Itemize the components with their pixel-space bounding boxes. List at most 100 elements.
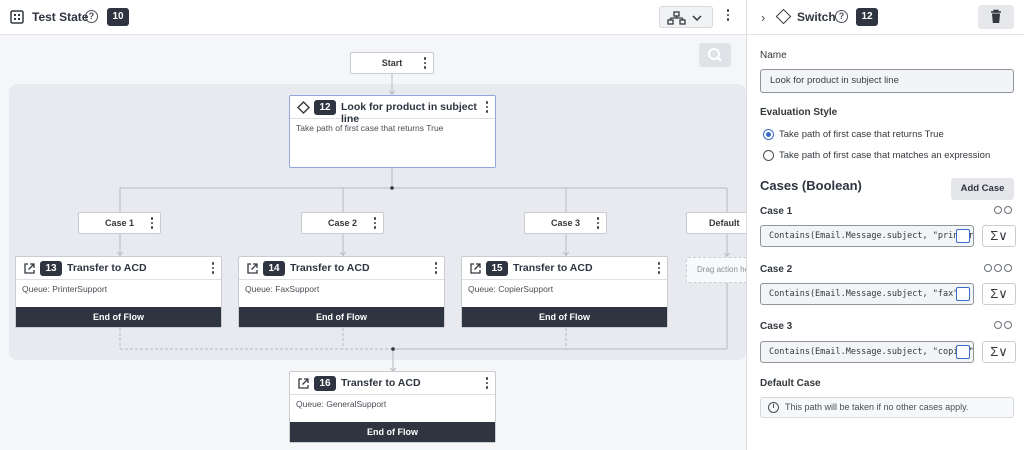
- case-node-1[interactable]: Case 1: [78, 212, 161, 234]
- help-icon[interactable]: ?: [835, 10, 848, 23]
- case-2-expression-input[interactable]: Contains(Email.Message.subject, "fax"): [760, 283, 974, 305]
- case-1-expression-text: Contains(Email.Message.subject, "printer…: [769, 231, 974, 241]
- action-queue: Queue: FaxSupport: [245, 284, 320, 294]
- case-3-reorder-controls[interactable]: [992, 320, 1012, 329]
- eval-option-true-radio[interactable]: [763, 129, 774, 140]
- switch-title: Look for product in subject line: [341, 101, 477, 125]
- canvas-toolbar: Test State ? 10: [0, 0, 746, 35]
- remove-case-icon: [1004, 320, 1012, 329]
- eval-option-true-label[interactable]: Take path of first case that returns Tru…: [779, 129, 944, 140]
- case-2-expression-mode-dropdown[interactable]: Σ∨: [982, 283, 1016, 305]
- action-title: Transfer to ACD: [67, 262, 147, 274]
- action-menu-icon[interactable]: [211, 262, 214, 274]
- action-node-14[interactable]: 14 Transfer to ACD Queue: FaxSupport End…: [238, 256, 445, 328]
- panel-header: › Switch ? 12: [747, 0, 1024, 35]
- layout-dropdown-button[interactable]: [659, 6, 713, 28]
- case-label: Case 2: [327, 218, 358, 228]
- action-menu-icon[interactable]: [434, 262, 437, 274]
- action-menu-icon[interactable]: [657, 262, 660, 274]
- action-number-badge: 13: [40, 261, 62, 276]
- eval-option-expression-label[interactable]: Take path of first case that matches an …: [779, 150, 991, 161]
- transfer-icon: [470, 263, 481, 274]
- case-label: Default: [709, 218, 740, 228]
- default-case-info-text: This path will be taken if no other case…: [785, 402, 969, 412]
- case-3-expression-input[interactable]: Contains(Email.Message.subject, "copier"…: [760, 341, 974, 363]
- start-node[interactable]: Start: [350, 52, 434, 74]
- open-expression-editor-icon[interactable]: [956, 345, 970, 359]
- action-number-badge: 16: [314, 376, 336, 391]
- action-title: Transfer to ACD: [341, 377, 421, 389]
- end-of-flow: End of Flow: [290, 422, 495, 442]
- transfer-icon: [24, 263, 35, 274]
- case-node-2[interactable]: Case 2: [301, 212, 384, 234]
- eval-option-expression-radio[interactable]: [763, 150, 774, 161]
- transfer-icon: [247, 263, 258, 274]
- case-3-expression-mode-dropdown[interactable]: Σ∨: [982, 341, 1016, 363]
- collapse-chevron-icon[interactable]: ›: [761, 10, 766, 25]
- case-menu-icon[interactable]: [150, 217, 153, 229]
- drag-action-placeholder[interactable]: Drag action here: [686, 257, 746, 283]
- move-down-icon: [994, 205, 1002, 214]
- panel-id-badge: 12: [856, 8, 878, 26]
- move-down-icon: [994, 263, 1002, 272]
- case-node-3[interactable]: Case 3: [524, 212, 607, 234]
- case-1-expression-input[interactable]: Contains(Email.Message.subject, "printer…: [760, 225, 974, 247]
- switch-node[interactable]: 12 Look for product in subject line Take…: [289, 95, 496, 168]
- delete-button[interactable]: [978, 5, 1014, 29]
- start-menu-icon[interactable]: [423, 57, 426, 69]
- action-number-badge: 15: [486, 261, 508, 276]
- case-1-label: Case 1: [760, 206, 793, 217]
- action-queue: Queue: GeneralSupport: [296, 399, 387, 409]
- open-expression-editor-icon[interactable]: [956, 287, 970, 301]
- action-queue: Queue: PrinterSupport: [22, 284, 108, 294]
- add-case-button[interactable]: Add Case: [951, 178, 1014, 200]
- action-node-13[interactable]: 13 Transfer to ACD Queue: PrinterSupport…: [15, 256, 222, 328]
- start-label: Start: [381, 58, 403, 68]
- case-label: Case 1: [104, 218, 135, 228]
- end-of-flow: End of Flow: [16, 307, 221, 327]
- info-icon: i: [768, 402, 779, 413]
- panel-type-label: Switch: [797, 10, 836, 24]
- chevron-down-icon: [692, 15, 702, 22]
- action-queue: Queue: CopierSupport: [468, 284, 554, 294]
- switch-number-badge: 12: [314, 100, 336, 115]
- name-input[interactable]: Look for product in subject line: [760, 69, 1014, 93]
- case-2-reorder-controls[interactable]: [982, 263, 1012, 272]
- state-id-badge: 10: [107, 8, 129, 26]
- switch-menu-icon[interactable]: [485, 101, 488, 113]
- default-case-info: i This path will be taken if no other ca…: [760, 397, 1014, 418]
- case-label: Case 3: [550, 218, 581, 228]
- cases-heading: Cases (Boolean): [760, 178, 862, 193]
- action-node-15[interactable]: 15 Transfer to ACD Queue: CopierSupport …: [461, 256, 668, 328]
- case-2-expression-text: Contains(Email.Message.subject, "fax"): [769, 289, 964, 299]
- end-of-flow: End of Flow: [239, 307, 444, 327]
- canvas-search-button[interactable]: [699, 43, 731, 67]
- action-title: Transfer to ACD: [513, 262, 593, 274]
- switch-diamond-icon: [297, 101, 310, 114]
- switch-description: Take path of first case that returns Tru…: [296, 123, 444, 133]
- default-case-label: Default Case: [760, 378, 821, 389]
- more-options-icon[interactable]: [725, 9, 731, 25]
- flow-canvas[interactable]: Test State ? 10 Start: [0, 0, 746, 450]
- action-menu-icon[interactable]: [485, 377, 488, 389]
- trash-icon: [991, 9, 1001, 23]
- connector-lines: [116, 73, 731, 372]
- open-expression-editor-icon[interactable]: [956, 229, 970, 243]
- case-menu-icon[interactable]: [373, 217, 376, 229]
- name-label: Name: [760, 50, 787, 61]
- move-up-icon: [994, 320, 1002, 329]
- action-number-badge: 14: [263, 261, 285, 276]
- properties-panel: › Switch ? 12 Name Look for product in s…: [746, 0, 1024, 450]
- case-1-reorder-controls[interactable]: [992, 205, 1012, 214]
- action-node-16[interactable]: 16 Transfer to ACD Queue: GeneralSupport…: [289, 371, 496, 443]
- case-node-default[interactable]: Default: [686, 212, 746, 234]
- case-3-label: Case 3: [760, 321, 793, 332]
- case-menu-icon[interactable]: [596, 217, 599, 229]
- case-2-label: Case 2: [760, 264, 793, 275]
- help-icon[interactable]: ?: [85, 10, 98, 23]
- case-1-expression-mode-dropdown[interactable]: Σ∨: [982, 225, 1016, 247]
- remove-case-icon: [1004, 205, 1012, 214]
- switch-diamond-icon: [775, 8, 792, 25]
- search-icon: [708, 48, 722, 62]
